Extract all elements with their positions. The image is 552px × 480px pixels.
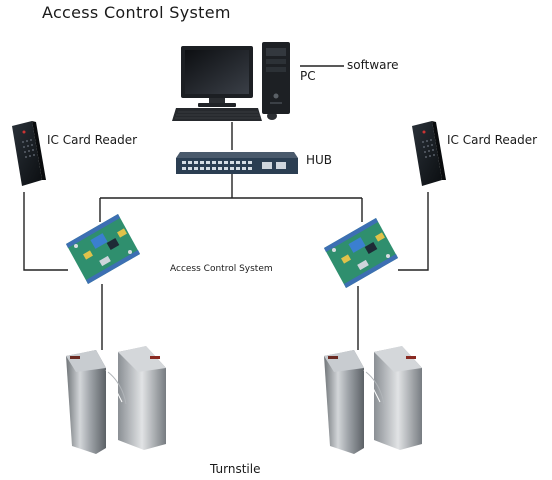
monitor-icon (181, 46, 253, 107)
reader-left-line (23, 192, 68, 271)
card-reader-left-icon (12, 121, 46, 186)
card-reader-left-label: IC Card Reader (47, 133, 138, 147)
card-reader-right-label: IC Card Reader (447, 133, 538, 147)
card-reader-right-icon (412, 121, 446, 186)
pc-label: PC (300, 69, 316, 83)
software-label: software (347, 58, 399, 72)
controller-board-right-icon (324, 218, 398, 288)
keyboard-icon (172, 108, 262, 121)
turnstile-right-icon (324, 346, 422, 454)
hub-switch-icon (176, 152, 298, 174)
controller-board-left-icon (66, 214, 140, 284)
reader-right-line (398, 192, 429, 271)
connection-lines (23, 65, 429, 350)
controller-label: Access Control System (170, 264, 273, 274)
turnstile-left-icon (66, 346, 166, 454)
diagram-title: Access Control System (42, 3, 231, 22)
hub-label: HUB (306, 153, 333, 167)
pc-tower-icon (262, 42, 290, 114)
turnstile-label: Turnstile (210, 462, 261, 476)
